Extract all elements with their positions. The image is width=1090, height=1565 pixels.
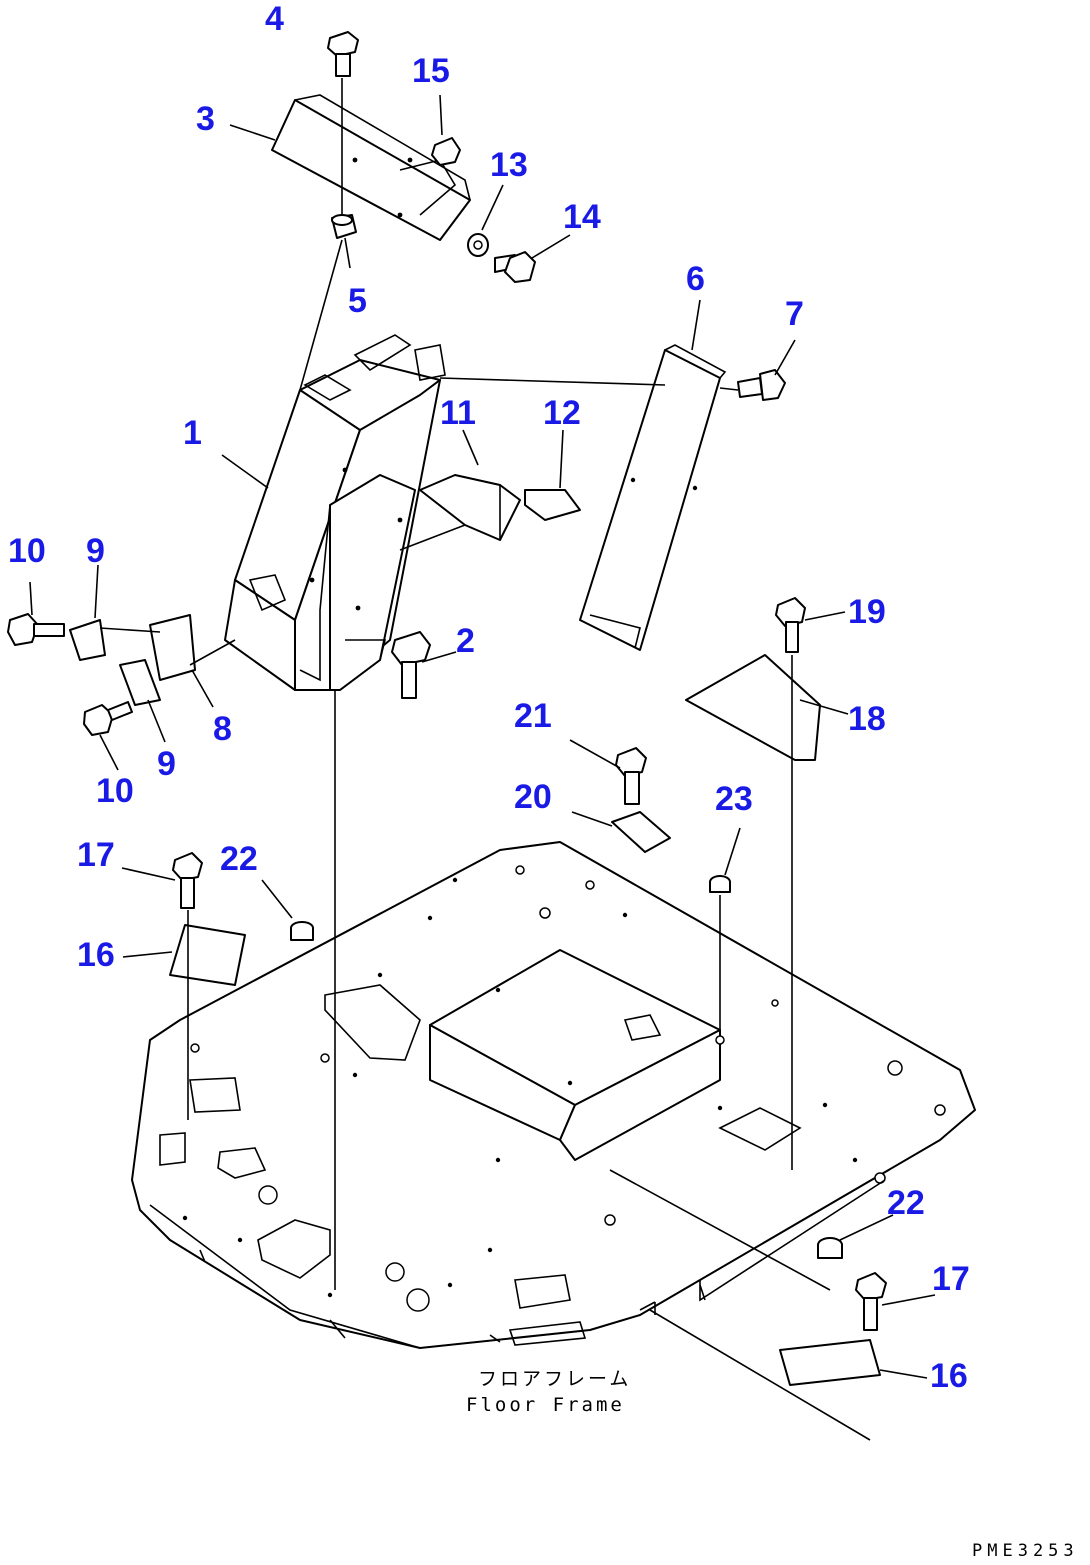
callout-14: 14 xyxy=(563,198,601,236)
figure-code: PME3253 xyxy=(972,1541,1079,1561)
bolt-14-icon xyxy=(494,251,536,283)
callout-10-upper: 10 xyxy=(8,532,46,570)
callout-20: 20 xyxy=(514,778,552,816)
bolt-21-icon xyxy=(615,747,647,805)
bolt-10-lower-icon xyxy=(83,701,133,736)
part-11-12-brackets xyxy=(419,474,581,541)
callout-10-lower: 10 xyxy=(96,772,134,810)
callout-19: 19 xyxy=(848,593,886,631)
nut-15-icon xyxy=(431,137,461,166)
callout-17-right: 17 xyxy=(932,1260,970,1298)
part-3-cover xyxy=(271,94,471,241)
callout-16-right: 16 xyxy=(930,1357,968,1395)
spacer-5-icon xyxy=(331,214,357,239)
callout-labels: 1 2 3 4 5 6 7 8 9 9 10 10 11 12 13 14 15… xyxy=(8,0,970,1395)
floor-frame-label-en: Floor Frame xyxy=(466,1394,625,1416)
bolt-4-icon xyxy=(327,31,359,77)
plug-22-right-icon xyxy=(817,1237,843,1259)
part-16-plate-right xyxy=(779,1339,881,1386)
bolt-19-icon xyxy=(775,597,806,653)
plug-23-icon xyxy=(709,875,731,893)
callout-22-left: 22 xyxy=(220,840,258,878)
callout-5: 5 xyxy=(348,282,367,320)
part-1-box xyxy=(224,334,446,691)
part-6-cover xyxy=(579,344,727,651)
callout-21: 21 xyxy=(514,697,552,735)
callout-2: 2 xyxy=(456,622,475,660)
callout-3: 3 xyxy=(196,100,215,138)
callout-23: 23 xyxy=(715,780,753,818)
callout-8: 8 xyxy=(213,710,232,748)
callout-9-upper: 9 xyxy=(86,532,105,570)
bolt-10-upper-icon xyxy=(7,613,65,646)
callout-11: 11 xyxy=(440,394,476,432)
part-8-9-brackets xyxy=(69,614,196,706)
callout-13: 13 xyxy=(490,146,528,184)
washer-13-icon xyxy=(467,233,489,257)
fasteners xyxy=(7,31,887,1331)
callout-15: 15 xyxy=(412,52,450,90)
callout-16-left: 16 xyxy=(77,936,115,974)
floor-frame xyxy=(131,841,976,1349)
plug-22-left-icon xyxy=(290,921,314,941)
callout-1: 1 xyxy=(183,414,202,452)
assembly-lines xyxy=(99,78,871,1441)
callout-6: 6 xyxy=(686,260,705,298)
callout-12: 12 xyxy=(543,394,581,432)
part-18-plate xyxy=(685,654,821,761)
callout-18: 18 xyxy=(848,700,886,738)
bolt-17-left-icon xyxy=(172,852,203,909)
part-20-plate xyxy=(611,811,671,853)
callout-7: 7 xyxy=(785,295,804,333)
bolt-2-icon xyxy=(391,631,431,699)
callout-17-left: 17 xyxy=(77,836,115,874)
bolt-7-icon xyxy=(737,369,786,401)
callout-22-right: 22 xyxy=(887,1184,925,1222)
leader-lines xyxy=(29,94,936,1379)
callout-9-lower: 9 xyxy=(157,745,176,783)
part-16-plate-left xyxy=(169,924,246,986)
plates xyxy=(169,654,881,1386)
floor-frame-label-jp: フロアフレーム xyxy=(478,1368,631,1390)
bolt-17-right-icon xyxy=(855,1272,887,1331)
callout-4: 4 xyxy=(265,0,284,38)
